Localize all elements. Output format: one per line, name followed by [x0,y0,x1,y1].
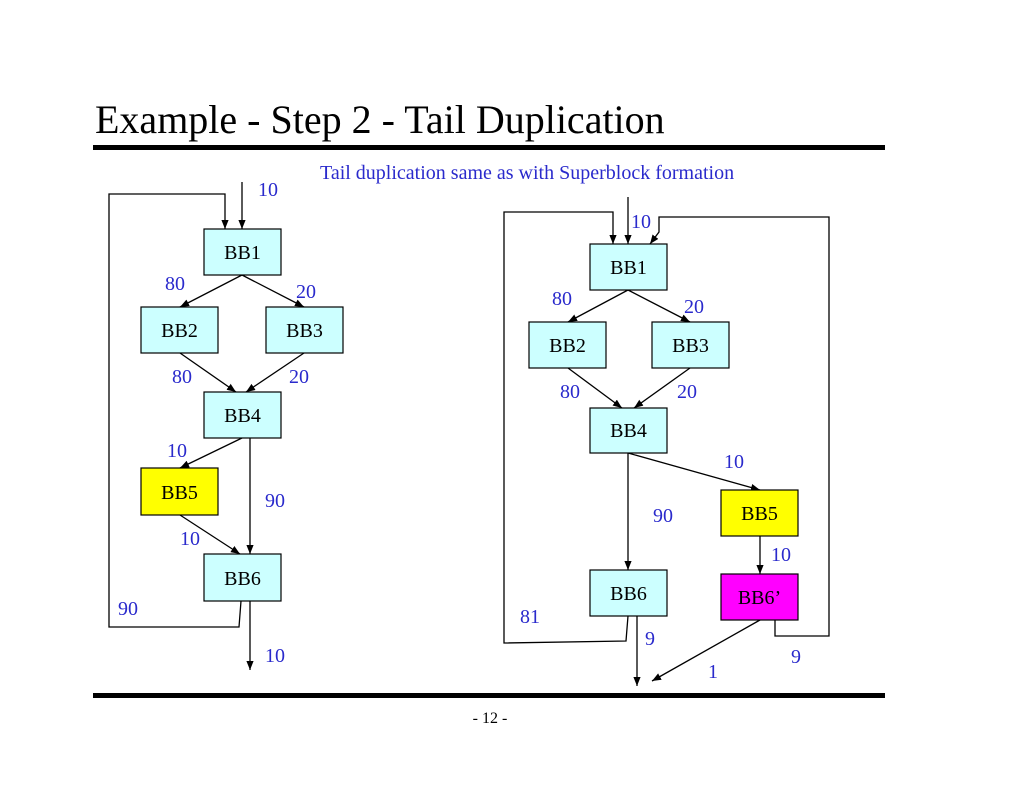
right-block-bb4-label: BB4 [610,420,647,442]
right-block-bb2-label: BB2 [549,335,586,357]
right-weight-bb1-bb3: 20 [684,296,704,318]
right-block-bb5: BB5 [720,489,799,537]
right-weight-bb3-bb4: 20 [677,381,697,403]
right-graph: BB1 BB2 BB3 BB4 BB5 BB6 [503,197,830,686]
left-edge-bb4-bb5 [179,437,243,469]
left-weight-bb5-bb6: 10 [180,528,200,550]
right-weight-bb5-bb6dup: 10 [771,544,791,566]
left-weight-bb1-bb2: 80 [165,273,185,295]
left-block-bb5-box [140,467,219,516]
left-block-bb1-label: BB1 [224,242,261,264]
left-block-bb4-box [203,391,282,439]
left-edge-bb3-bb4 [245,352,305,393]
right-weight-entry-bb1: 10 [631,211,651,233]
right-blocks: BB1 BB2 BB3 BB4 BB5 BB6 [528,243,799,621]
right-block-bb3-box [651,321,730,369]
right-block-bb4: BB4 [589,407,668,454]
right-edge-bb6dup-exit [651,619,761,682]
right-block-bb6-duplicate: BB6’ [720,573,799,621]
right-block-bb2-box [528,321,607,369]
left-weight-bb4-bb5: 10 [167,440,187,462]
left-weight-entry-bb1: 10 [258,179,278,201]
left-weights: 10 80 20 80 20 10 90 10 90 10 [118,179,316,667]
right-edge-bb4-bb5 [627,452,761,492]
right-weight-bb6-bb1: 81 [520,606,540,628]
right-block-bb3: BB3 [651,321,730,369]
page-number: - 12 - [472,710,508,727]
left-block-bb3-label: BB3 [286,320,323,342]
right-weights: 10 80 20 80 20 10 90 10 81 9 9 1 [520,211,801,683]
right-block-bb4-box [589,407,668,454]
left-weight-bb1-bb3: 20 [296,281,316,303]
right-block-bb6-label: BB6 [610,583,647,605]
right-block-bb1-label: BB1 [610,257,647,279]
left-edge-bb1-bb3 [241,274,305,308]
right-block-bb6dup-label: BB6’ [738,587,781,609]
left-weight-bb3-bb4: 20 [289,366,309,388]
left-graph: BB1 BB2 BB3 BB4 BB5 BB6 [108,179,344,670]
footer-rule [93,693,885,698]
right-edge-bb1-bb3 [627,289,691,323]
left-block-bb6-label: BB6 [224,568,261,590]
right-block-bb5-box [720,489,799,537]
left-block-bb2: BB2 [140,306,219,354]
left-edge-bb5-bb6 [179,514,241,555]
right-weight-bb6dup-exit: 1 [708,661,718,683]
right-block-bb6: BB6 [589,569,668,617]
slide-title: Example - Step 2 - Tail Duplication [95,97,665,142]
right-block-bb2: BB2 [528,321,607,369]
left-weight-bb6-exit: 10 [265,645,285,667]
left-edge-bb1-bb2 [179,274,243,308]
left-block-bb4: BB4 [203,391,282,439]
left-weight-bb4-bb6: 90 [265,490,285,512]
left-block-bb2-label: BB2 [161,320,198,342]
right-weight-bb6dup-bb1: 9 [791,646,801,668]
right-block-bb1: BB1 [589,243,668,291]
left-block-bb1-box [203,228,282,276]
right-edge-bb6-bb1-loop [503,211,629,644]
left-block-bb4-label: BB4 [224,405,261,427]
right-edge-bb2-bb4 [567,367,623,409]
left-block-bb2-box [140,306,219,354]
left-weight-bb6-bb1: 90 [118,598,138,620]
left-block-bb5-label: BB5 [161,482,198,504]
right-weight-bb4-bb5: 10 [724,451,744,473]
left-edge-bb6-bb1-loop [108,193,242,628]
right-block-bb5-label: BB5 [741,503,778,525]
right-weight-bb1-bb2: 80 [552,288,572,310]
right-block-bb6-box [589,569,668,617]
left-block-bb3-box [265,306,344,354]
right-block-bb1-box [589,243,668,291]
left-edge-bb2-bb4 [179,352,237,393]
right-edges [503,197,830,686]
right-edge-bb6dup-bb1-loop [649,216,830,637]
left-block-bb6: BB6 [203,553,282,602]
right-edge-bb3-bb4 [633,367,691,409]
right-edge-bb1-bb2 [567,289,629,323]
left-block-bb5: BB5 [140,467,219,516]
title-rule [93,145,885,150]
right-weight-bb4-bb6: 90 [653,505,673,527]
left-block-bb3: BB3 [265,306,344,354]
right-block-bb6dup-box [720,573,799,621]
right-weight-bb6-exit: 9 [645,628,655,650]
left-edges [108,182,305,670]
right-block-bb3-label: BB3 [672,335,709,357]
left-weight-bb2-bb4: 80 [172,366,192,388]
slide-subtitle: Tail duplication same as with Superblock… [320,162,735,184]
right-weight-bb2-bb4: 80 [560,381,580,403]
left-block-bb1: BB1 [203,228,282,276]
left-block-bb6-box [203,553,282,602]
left-blocks: BB1 BB2 BB3 BB4 BB5 BB6 [140,228,344,602]
